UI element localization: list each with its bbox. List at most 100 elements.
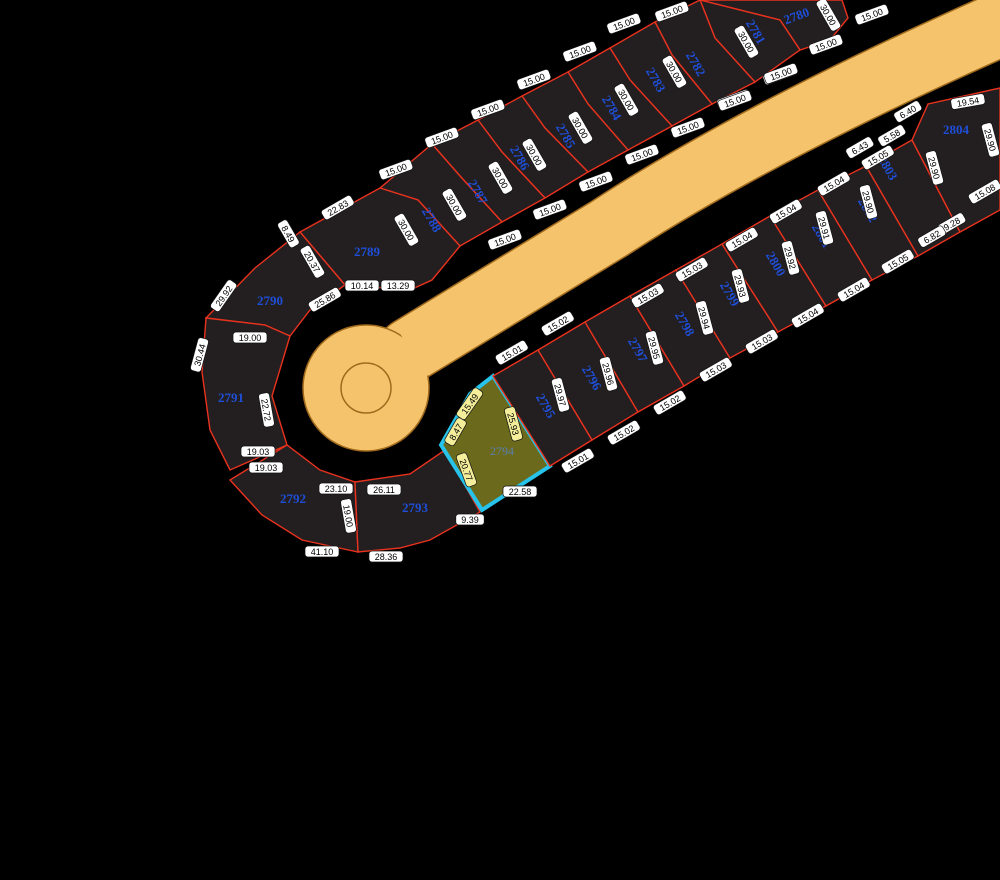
dimension-value: 13.29 — [387, 281, 410, 291]
dimension-value: 19.00 — [341, 504, 355, 528]
dimension-box — [745, 329, 779, 355]
dimension-box — [504, 406, 523, 442]
dimension-box — [321, 195, 355, 221]
dimension-label: 29.97 — [551, 377, 570, 413]
dimension-box — [654, 1, 690, 23]
dimension-value: 26.11 — [373, 485, 395, 495]
lot-label: 2793 — [402, 500, 429, 515]
selected-dimension-label: 25.93 — [504, 406, 523, 442]
dimension-box — [769, 199, 803, 225]
dimension-value: 19.00 — [239, 333, 262, 343]
dimension-label: 26.11 — [366, 483, 402, 496]
dimension-box — [366, 483, 402, 496]
dimension-box — [487, 229, 523, 251]
dimension-value: 28.36 — [375, 552, 398, 562]
dimension-box — [599, 356, 618, 392]
dimension-box — [845, 136, 875, 159]
dimension-value: 41.10 — [311, 547, 334, 557]
dimension-box — [699, 357, 733, 383]
dimension-box — [393, 213, 419, 247]
dimension-box — [532, 199, 568, 221]
dimension-box — [551, 377, 570, 413]
dimension-value: 10.14 — [351, 281, 374, 291]
dimension-box — [304, 545, 340, 558]
dimension-box — [881, 249, 915, 275]
dimension-box — [725, 227, 759, 253]
dimension-box — [763, 63, 799, 85]
dimension-box — [950, 93, 986, 110]
dimension-box — [378, 159, 414, 181]
dimension-box — [861, 145, 895, 171]
dimension-label: 29.92 — [781, 240, 800, 276]
dimension-value: 19.54 — [956, 95, 980, 109]
dimension-box — [232, 331, 268, 344]
dimension-box — [859, 184, 878, 220]
dimension-box — [717, 90, 753, 112]
dimension-box — [631, 283, 665, 309]
dimension-box — [893, 100, 923, 123]
dimension-box — [368, 550, 404, 563]
dimension-box — [837, 277, 871, 303]
dimension-box — [502, 485, 538, 498]
dimension-box — [733, 25, 759, 59]
dimension-box — [444, 417, 467, 447]
dimension-box — [675, 257, 709, 283]
dimension-box — [917, 225, 947, 248]
dimension-label: 22.58 — [502, 485, 538, 498]
dimension-box — [521, 138, 547, 172]
dimension-box — [495, 340, 529, 366]
dimension-value: 23.10 — [325, 484, 348, 494]
dimension-box — [441, 188, 467, 222]
dimension-box — [877, 124, 907, 147]
dimension-box — [240, 445, 276, 458]
dimension-label: 29.90 — [981, 122, 1000, 158]
dimension-box — [731, 268, 750, 304]
dimension-box — [561, 448, 595, 474]
dimension-box — [210, 279, 238, 312]
dimension-value: 22.72 — [259, 398, 273, 422]
dimension-box — [516, 69, 552, 91]
dimension-box — [925, 150, 944, 186]
dimension-box — [653, 390, 687, 416]
dimension-box — [541, 311, 575, 337]
dimension-label: 41.10 — [304, 545, 340, 558]
dimension-box — [606, 13, 642, 35]
dimension-box — [613, 83, 639, 117]
dimension-label: 19.00 — [232, 331, 268, 344]
dimension-box — [299, 245, 325, 279]
dimension-box — [817, 171, 851, 197]
dimension-box — [190, 337, 209, 373]
lot-label: 2792 — [280, 491, 306, 506]
dimension-box — [562, 41, 598, 63]
dimension-box — [258, 392, 275, 428]
dimension-label: 29.90 — [925, 150, 944, 186]
street — [302, 0, 1000, 452]
lot-label: 2791 — [218, 390, 244, 405]
dimension-label: 29.95 — [645, 330, 664, 366]
dimension-box — [645, 330, 664, 366]
dimension-box — [487, 161, 513, 195]
lot-2793[interactable] — [354, 448, 481, 553]
lot-label: 2790 — [257, 293, 283, 308]
dimension-box — [791, 303, 825, 329]
dimension-box — [854, 4, 890, 26]
lot-label-selected: 2794 — [490, 444, 514, 458]
dimension-box — [424, 127, 460, 149]
dimension-label: 29.94 — [695, 300, 714, 336]
dimension-box — [567, 111, 593, 145]
dimension-label: 19.03 — [248, 461, 284, 474]
dimension-box — [815, 210, 834, 246]
dimension-label: 29.91 — [815, 210, 834, 246]
dimension-label: 23.10 — [318, 482, 354, 495]
dimension-value: 22.58 — [509, 487, 532, 497]
dimension-label: 19.54 — [950, 93, 986, 110]
dimension-box — [981, 122, 1000, 158]
dimension-label: 29.93 — [731, 268, 750, 304]
cul-de-sac-island — [340, 362, 392, 414]
dimension-box — [455, 513, 485, 526]
cul-de-sac — [302, 324, 430, 452]
dimension-box — [968, 179, 1000, 205]
dimension-label: 28.36 — [368, 550, 404, 563]
